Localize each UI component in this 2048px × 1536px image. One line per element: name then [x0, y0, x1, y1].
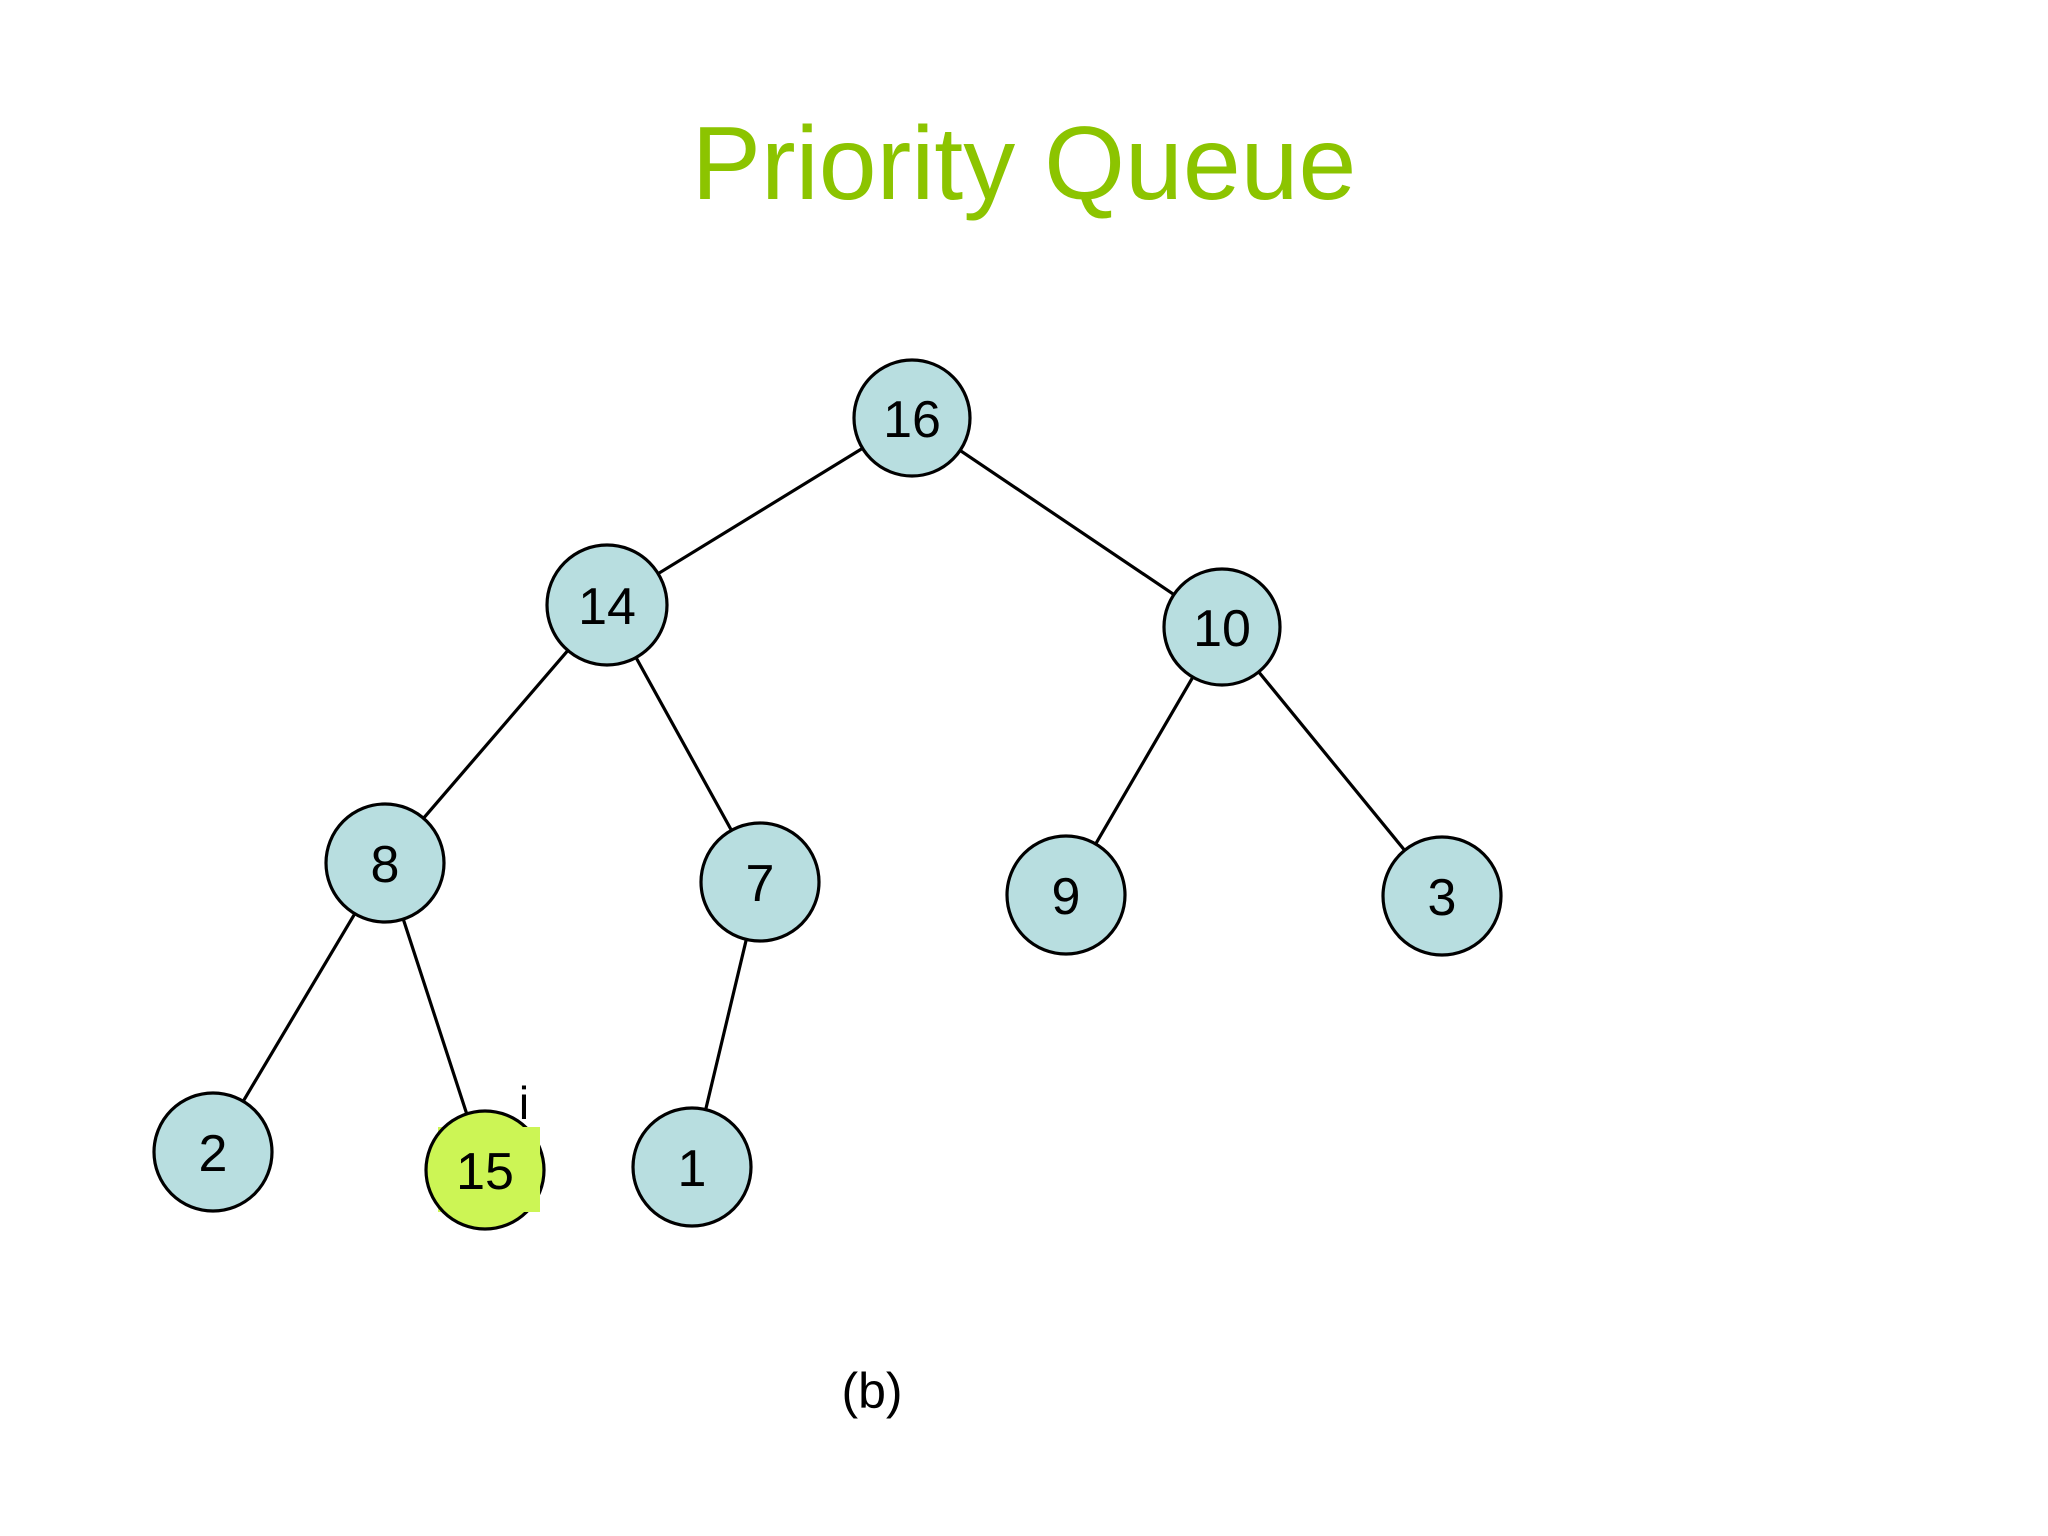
- tree-edge: [633, 654, 734, 833]
- figure-caption: (b): [841, 1363, 903, 1419]
- node-circle: [1381, 835, 1503, 957]
- node-circle: [324, 802, 446, 924]
- node-value-label: 16: [883, 391, 941, 449]
- tree-node-layer: 16 14 10 8 7 9 3 2 15 1: [152, 358, 1503, 1231]
- node-value-label: 3: [1428, 869, 1457, 927]
- index-marker-label: i: [519, 1077, 529, 1129]
- node-circle: [152, 1091, 274, 1213]
- node-value-label: 1: [678, 1140, 707, 1198]
- tree-node[interactable]: 10: [1162, 567, 1282, 687]
- tree-edge: [1256, 669, 1408, 853]
- tree-node[interactable]: 2: [152, 1091, 274, 1213]
- tree-node[interactable]: 1: [631, 1106, 753, 1228]
- tree-node[interactable]: 3: [1381, 835, 1503, 957]
- node-value-label: 10: [1193, 600, 1251, 658]
- annotation-layer: 15i: [456, 1077, 540, 1212]
- node-value-label: 9: [1052, 868, 1081, 926]
- node-circle: [699, 821, 821, 943]
- tree-edge: [401, 916, 469, 1117]
- tree-node[interactable]: 16: [852, 358, 972, 478]
- highlight-marker-overlay: [485, 1127, 540, 1212]
- tree-node[interactable]: 14: [545, 543, 669, 667]
- tree-node[interactable]: 7: [699, 821, 821, 943]
- tree-edge: [957, 447, 1177, 598]
- node-value-label: 15: [456, 1143, 514, 1201]
- node-circle: [852, 358, 972, 478]
- tree-edge-layer: [240, 445, 1408, 1117]
- node-value-label: 7: [746, 855, 775, 913]
- tree-node[interactable]: 9: [1005, 834, 1127, 956]
- node-circle: [1005, 834, 1127, 956]
- node-circle: [545, 543, 669, 667]
- tree-edge: [1093, 674, 1196, 847]
- node-value-label: 2: [199, 1125, 228, 1183]
- tree-edge: [420, 647, 571, 821]
- node-value-label: 8: [371, 836, 400, 894]
- node-circle: [631, 1106, 753, 1228]
- tree-edge: [655, 445, 866, 577]
- page-title: Priority Queue: [691, 106, 1357, 222]
- tree-edge: [240, 911, 358, 1104]
- tree-edge: [703, 937, 749, 1112]
- node-circle: [1162, 567, 1282, 687]
- tree-node[interactable]: 8: [324, 802, 446, 924]
- node-value-label: 14: [578, 578, 636, 636]
